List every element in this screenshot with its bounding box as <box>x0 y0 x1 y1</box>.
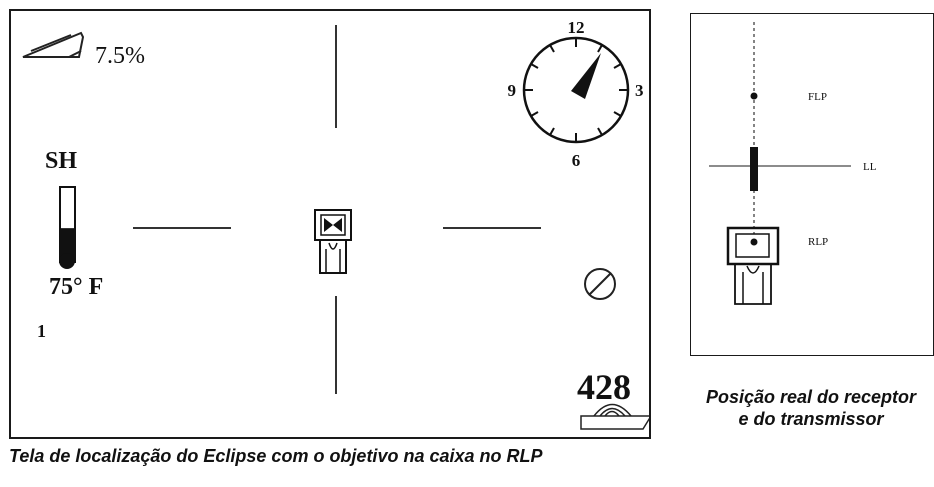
temperature-value: 75° F <box>49 274 104 300</box>
flp-point <box>750 92 758 100</box>
locate-screen: 12 3 6 9 <box>9 9 651 439</box>
locate-graphics: 12 3 6 9 <box>22 18 649 430</box>
rlp-label: RLP <box>808 236 828 248</box>
receiver-icon <box>726 226 780 305</box>
roll-dial-icon <box>522 36 630 144</box>
depth-mode-icon <box>580 403 649 430</box>
flp-label: FLP <box>808 91 827 103</box>
thermometer-icon <box>59 186 76 269</box>
pitch-value: 7.5% <box>95 43 145 69</box>
sh-label: SH <box>45 148 78 174</box>
dial-label-12: 12 <box>568 18 585 37</box>
transmitter-bar <box>750 147 758 191</box>
roll-pointer-icon <box>571 53 601 99</box>
thermometer-fill <box>61 228 74 261</box>
dial-label-3: 3 <box>635 81 644 100</box>
side-number: 1 <box>37 321 46 341</box>
receiver-target-icon <box>314 209 352 274</box>
no-signal-icon <box>584 268 616 300</box>
depth-value: 428 <box>577 367 631 407</box>
pitch-icon <box>22 31 85 58</box>
position-diagram-panel: FLP LL RLP <box>690 13 934 356</box>
dial-label-6: 6 <box>572 151 581 170</box>
side-caption: Posição real do receptor e do transmisso… <box>705 387 917 429</box>
position-diagram: FLP LL RLP <box>709 22 877 305</box>
main-caption: Tela de localização do Eclipse com o obj… <box>9 446 543 466</box>
dial-label-9: 9 <box>508 81 517 100</box>
ll-label: LL <box>863 161 877 173</box>
